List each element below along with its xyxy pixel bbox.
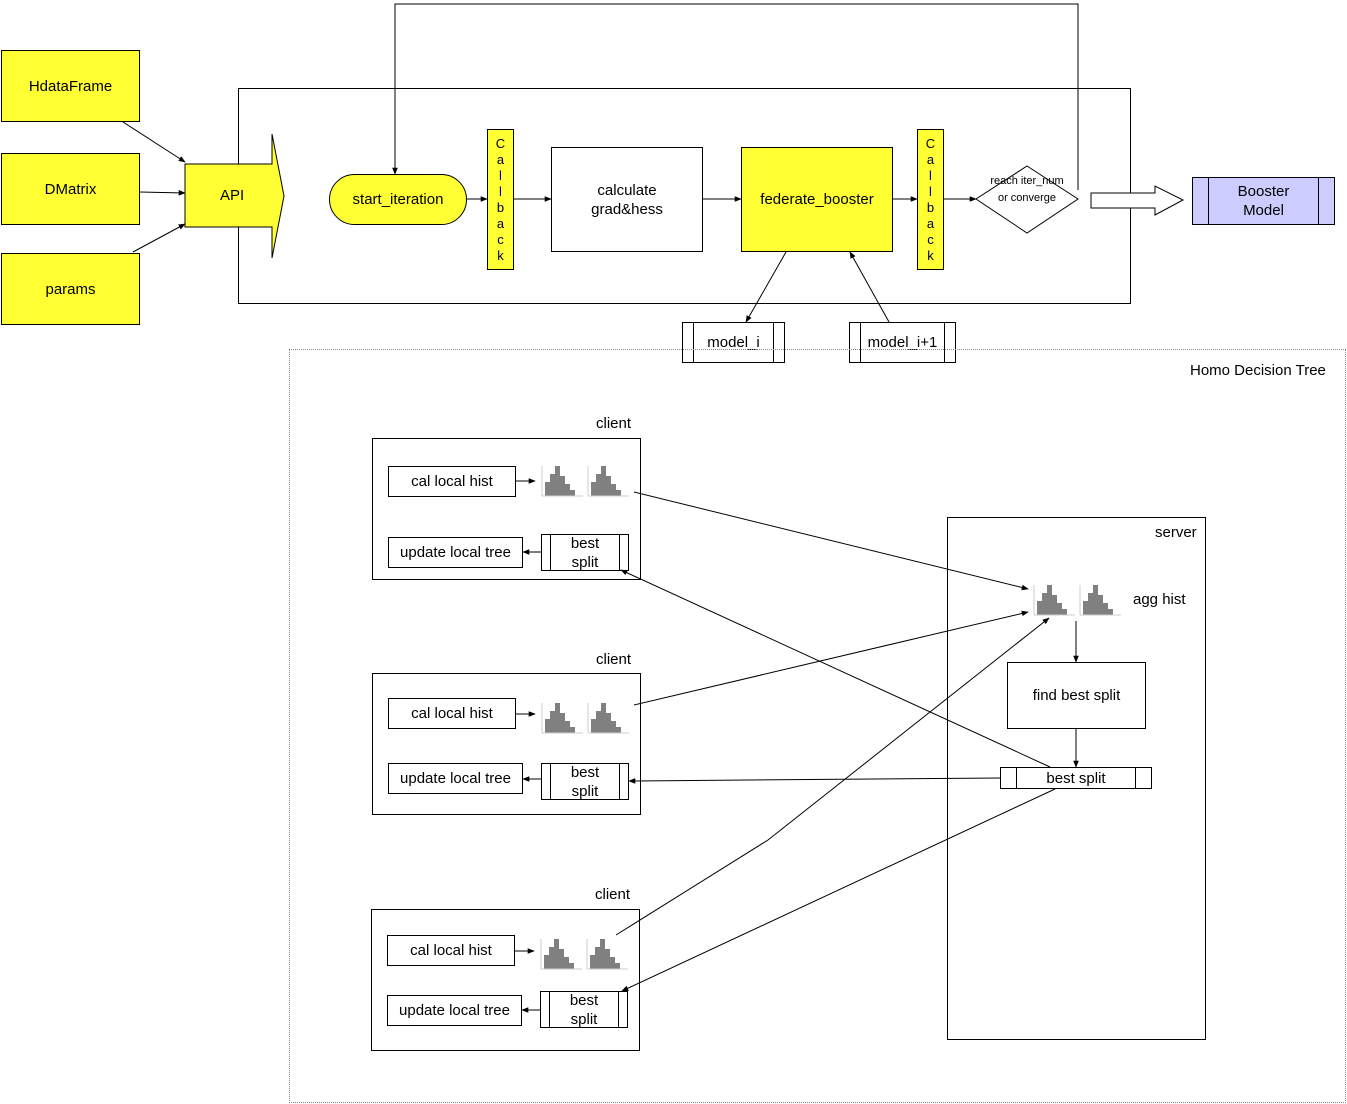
- histogram-icon: [540, 939, 582, 970]
- update-local-tree-box-3: update local tree: [387, 995, 522, 1026]
- callback-label-1: Callback: [493, 135, 508, 264]
- calculate-grad-hess-box: calculate grad&hess: [551, 147, 703, 252]
- find-best-split-box: find best split: [1007, 662, 1146, 729]
- update-local-tree-box-2: update local tree: [388, 763, 523, 794]
- client-best-split-box-2: best split: [541, 763, 629, 800]
- client-best-split-label-2: best split: [570, 763, 600, 800]
- cal-local-hist-label-3: cal local hist: [410, 942, 492, 959]
- histogram-icon: [1079, 585, 1121, 616]
- params-box: params: [1, 253, 140, 325]
- cal-local-hist-box-1: cal local hist: [388, 466, 516, 497]
- cal-local-hist-box-3: cal local hist: [387, 935, 515, 966]
- update-local-tree-label-1: update local tree: [400, 544, 511, 561]
- client-best-split-label-3: best split: [569, 991, 599, 1028]
- client-best-split-box-3: best split: [540, 991, 628, 1028]
- callback-box-2: Callback: [917, 129, 944, 270]
- histogram-icon: [587, 703, 629, 734]
- homo-decision-tree-title: Homo Decision Tree: [1190, 362, 1326, 379]
- histogram-icon: [1033, 585, 1075, 616]
- model-i-plus-1-box: model_i+1: [849, 322, 956, 363]
- update-local-tree-label-2: update local tree: [400, 770, 511, 787]
- federate-booster-box: federate_booster: [741, 147, 893, 252]
- start-iteration-label: start_iteration: [352, 191, 444, 208]
- api-label: API: [220, 187, 245, 204]
- calculate-grad-hess-label: calculate grad&hess: [591, 181, 663, 218]
- homo-decision-tree-frame: [289, 349, 1346, 1103]
- server-label: server: [1155, 524, 1197, 541]
- booster-model-label: Booster Model: [1237, 183, 1290, 219]
- cal-local-hist-box-2: cal local hist: [388, 698, 516, 729]
- client-frame-3: [371, 909, 640, 1051]
- histogram-icon: [541, 703, 583, 734]
- histogram-icon: [587, 466, 629, 497]
- hdataframe-box: HdataFrame: [1, 50, 140, 122]
- model-i-box: model_i: [682, 322, 785, 363]
- reach-condition-label: reach iter_num or converge: [990, 175, 1064, 204]
- client-best-split-label-1: best split: [570, 534, 600, 571]
- client-label-1: client: [596, 415, 632, 432]
- dmatrix-box: DMatrix: [1, 153, 140, 225]
- agg-hist-label: agg hist: [1133, 591, 1186, 608]
- update-local-tree-box-1: update local tree: [388, 537, 523, 568]
- histogram-icon: [586, 939, 628, 970]
- hdataframe-label: HdataFrame: [28, 77, 113, 95]
- callback-box-1: Callback: [487, 129, 514, 270]
- params-label: params: [45, 280, 96, 298]
- client-best-split-box-1: best split: [541, 534, 629, 571]
- histogram-icon: [541, 466, 583, 497]
- model-i-label: model_i: [707, 334, 760, 351]
- find-best-split-label: find best split: [1032, 687, 1121, 704]
- federate-booster-label: federate_booster: [760, 191, 874, 208]
- booster-model-box: Booster Model: [1192, 177, 1335, 225]
- server-best-split-box: best split: [1000, 767, 1152, 789]
- update-local-tree-label-3: update local tree: [399, 1002, 510, 1019]
- cal-local-hist-label-2: cal local hist: [411, 705, 493, 722]
- start-iteration-terminal: start_iteration: [329, 174, 467, 225]
- model-i-plus-1-label: model_i+1: [867, 334, 938, 351]
- client-label-2: client: [596, 651, 632, 668]
- server-best-split-label: best split: [1046, 769, 1106, 787]
- client-label-3: client: [595, 886, 631, 903]
- cal-local-hist-label-1: cal local hist: [411, 473, 493, 490]
- dmatrix-label: DMatrix: [44, 180, 97, 198]
- callback-label-2: Callback: [923, 135, 938, 264]
